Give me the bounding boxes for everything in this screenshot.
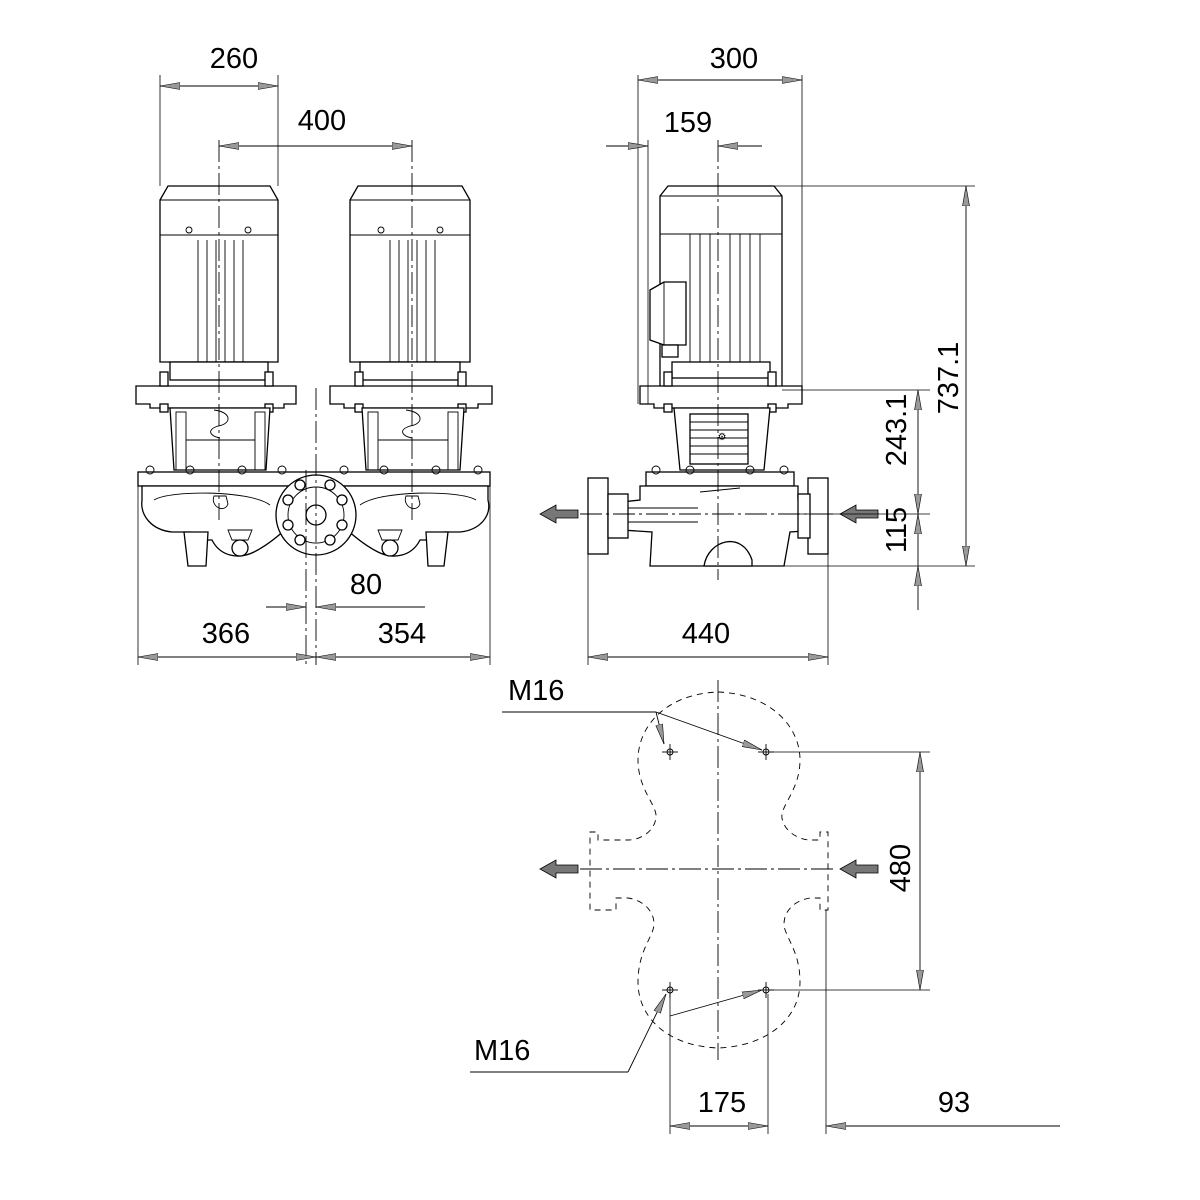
side-flange [639,371,803,413]
front-motor-right [349,185,471,381]
side-motor [649,185,783,391]
dim-front-center-distance: 400 [298,105,346,137]
callout-thread-bottom: M16 [474,1035,530,1067]
dim-front-port-offset: 80 [350,569,382,601]
dim-plan-bolt-spacing: 480 [885,844,917,892]
dim-front-left-to-port: 366 [202,618,250,650]
front-view: 260 400 366 354 80 [135,43,493,665]
dim-plan-port-offset: 93 [938,1087,970,1119]
side-lantern: ⚙ [673,407,771,471]
front-lanterns [169,407,465,471]
plan-view: M16 M16 480 175 93 [470,675,1060,1134]
dim-side-offset: 159 [664,107,712,139]
plan-callouts: M16 M16 [470,675,763,1073]
dim-side-port-to-port: 440 [682,618,730,650]
plan-dimensions: 480 175 93 [669,751,1060,1134]
dim-front-motor-width: 260 [210,43,258,75]
dim-side-port-height: 115 [881,507,913,553]
dim-side-total-height: 737.1 [933,342,965,415]
svg-text:⚙: ⚙ [718,432,727,443]
side-view: ⚙ 300 [539,43,975,665]
front-dimensions: 260 400 366 354 80 [137,43,491,665]
side-pump-housing [587,465,829,567]
plan-inlet-arrow [839,859,879,879]
dim-plan-bolt-width: 175 [698,1087,746,1119]
side-dimensions: 300 159 737.1 243.1 115 440 [587,43,975,665]
side-outlet-arrow [539,504,579,524]
callout-thread-top: M16 [508,675,564,707]
plan-outlet-arrow [539,859,579,879]
dim-side-motor-width: 300 [710,43,758,75]
dim-front-port-to-right: 354 [378,618,426,650]
dim-side-motor-height: 243.1 [881,394,913,467]
